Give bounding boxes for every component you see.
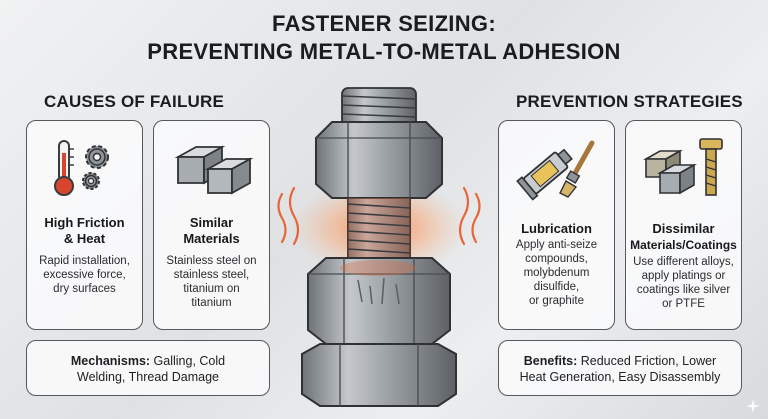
benefits-text-2: Heat Generation, Easy Disassembly (519, 370, 721, 384)
mechanisms-text-2: Welding, Thread Damage (77, 370, 219, 384)
card-desc-line: molybdenum (523, 267, 590, 279)
card-similar-materials: Similar Materials Stainless steel on sta… (153, 120, 270, 330)
mechanisms-text: Galling, Cold (150, 354, 226, 368)
card-lubrication: Lubrication Apply anti-seize compounds, … (498, 120, 615, 330)
benefits-box: Benefits: Reduced Friction, Lower Heat G… (498, 340, 742, 396)
card-high-friction: High Friction & Heat Rapid installation,… (26, 120, 143, 330)
title-line-2: PREVENTING METAL-TO-METAL ADHESION (147, 39, 621, 64)
card-desc-line: compounds, (525, 253, 588, 265)
benefits-label: Benefits: (523, 354, 578, 368)
card-desc-line: stainless steel, (173, 269, 250, 281)
card-desc-line: Stainless steel on (166, 255, 257, 267)
heat-waves-right (458, 186, 481, 246)
card-desc-line: disulfide, (533, 281, 580, 293)
mechanisms-box: Mechanisms: Galling, Cold Welding, Threa… (26, 340, 270, 396)
card-desc-line: Rapid installation, (39, 255, 130, 267)
heat-waves-left (277, 186, 300, 246)
lower-hex-nut (307, 257, 451, 345)
card-desc-line: apply platings or (641, 270, 726, 282)
sparkle-icon (746, 399, 760, 413)
upper-hex-nut (315, 121, 443, 199)
card-title-line-2: Materials (183, 231, 240, 246)
card-desc-line: titanium (191, 297, 232, 309)
card-desc-line: Use different alloys, (633, 256, 734, 268)
card-title-line-1: Similar (189, 215, 234, 230)
card-desc-line: or graphite (529, 295, 584, 307)
card-title-line-2: & Heat (63, 231, 106, 246)
card-title-line-1: Lubrication (521, 221, 592, 236)
card-title-line-1: High Friction (44, 215, 125, 230)
card-desc-line: dry surfaces (53, 283, 116, 295)
metal-blocks-icon (174, 145, 253, 195)
bolt-head (301, 343, 457, 407)
seized-bolt-illustration (277, 87, 481, 407)
paste-tube-icon (515, 140, 594, 201)
card-title-line-1: Dissimilar (652, 221, 715, 236)
prevention-heading: PREVENTION STRATEGIES (516, 92, 743, 111)
card-desc-line: titanium on (183, 283, 240, 295)
metal-blocks-icon (642, 138, 723, 196)
card-dissimilar-materials: Dissimilar Materials/Coatings Use differ… (625, 120, 742, 330)
card-desc-line: excessive force, (43, 269, 126, 281)
gears-icon (81, 145, 109, 190)
card-desc-line: coatings like silver (636, 284, 731, 296)
page-title: FASTENER SEIZING: PREVENTING METAL-TO-ME… (0, 10, 768, 66)
causes-heading: CAUSES OF FAILURE (44, 92, 225, 111)
benefits-text: Reduced Friction, Lower (577, 354, 717, 368)
mechanisms-label: Mechanisms: (70, 354, 151, 368)
card-desc-line: or PTFE (662, 298, 705, 310)
brush-icon (558, 140, 594, 198)
bolt-thread-middle (347, 197, 411, 259)
bolt-icon (698, 138, 723, 196)
card-desc-line: Apply anti-seize (515, 239, 598, 251)
thermometer-icon (53, 140, 109, 196)
card-title-line-2: Materials/Coatings (630, 238, 737, 252)
title-line-1: FASTENER SEIZING: (272, 11, 496, 36)
